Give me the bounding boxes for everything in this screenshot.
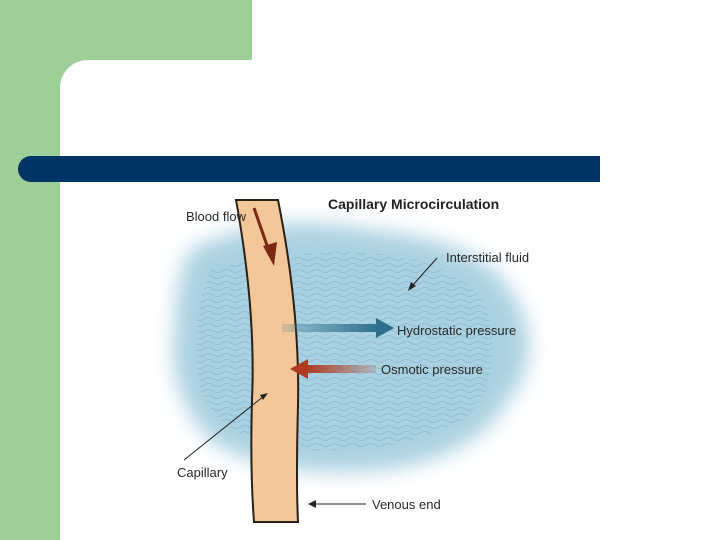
capillary-label: Capillary	[177, 465, 228, 480]
interstitial-fluid-label: Interstitial fluid	[446, 250, 529, 265]
venous-end-label: Venous end	[372, 497, 441, 512]
hydrostatic-pressure-label: Hydrostatic pressure	[397, 323, 516, 338]
venous-end-pointer	[308, 500, 366, 508]
diagram-title: Capillary Microcirculation	[328, 196, 499, 212]
osmotic-pressure-label: Osmotic pressure	[381, 362, 483, 377]
blood-flow-label: Blood flow	[186, 209, 247, 224]
capillary-diagram: Capillary Microcirculation Blood flow In…	[150, 190, 570, 530]
title-bar	[18, 156, 600, 182]
